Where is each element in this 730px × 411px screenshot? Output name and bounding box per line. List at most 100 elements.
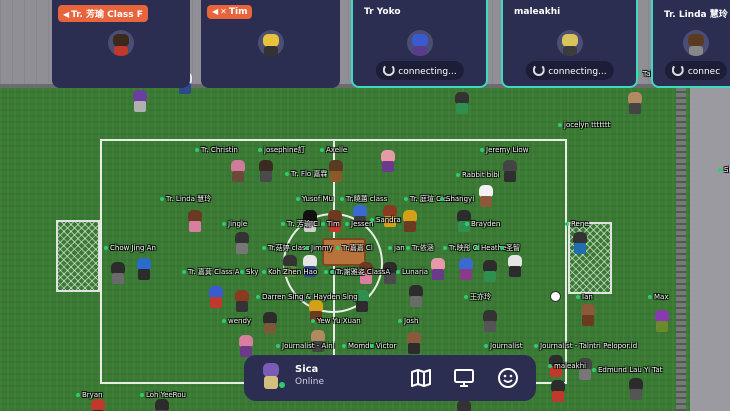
- player-avatar[interactable]: [236, 335, 256, 359]
- online-dot-icon: [311, 319, 315, 323]
- video-tile-avatar: [683, 30, 709, 56]
- player-avatar[interactable]: [232, 232, 252, 256]
- player-avatar[interactable]: [406, 285, 426, 309]
- fence: [676, 84, 686, 411]
- video-tile[interactable]: ◀Tr. 芳瑜 Class F: [52, 0, 190, 88]
- online-dot-icon: [406, 246, 410, 250]
- player-avatar[interactable]: [228, 160, 248, 184]
- online-dot-icon: [398, 319, 402, 323]
- player-avatar[interactable]: [134, 258, 154, 282]
- player-avatar[interactable]: [280, 255, 300, 279]
- player-name-label: Tr. Flo 嘉霖: [285, 170, 327, 179]
- soccer-ball[interactable]: [550, 291, 561, 302]
- player-name-label: 圣智: [500, 244, 520, 253]
- bottom-bar: Sica Online: [244, 355, 536, 401]
- player-avatar[interactable]: [206, 286, 226, 310]
- player-avatar[interactable]: [476, 185, 496, 209]
- player-avatar[interactable]: [546, 355, 566, 379]
- player-avatar[interactable]: [300, 210, 320, 234]
- player-name-label: Chow Jing An: [104, 244, 156, 253]
- online-dot-icon: [336, 246, 340, 250]
- player-avatar[interactable]: [652, 310, 672, 334]
- player-avatar[interactable]: [452, 92, 472, 116]
- user-avatar[interactable]: [258, 363, 284, 393]
- player-avatar[interactable]: [380, 262, 400, 286]
- player-avatar[interactable]: [260, 312, 280, 336]
- loading-spinner-icon: [532, 64, 545, 76]
- player-name-label: Yew Yu Xuan: [311, 317, 361, 326]
- player-avatar[interactable]: [130, 90, 150, 114]
- player-avatar[interactable]: [480, 260, 500, 284]
- video-tile-name: maleakhi: [514, 7, 561, 17]
- player-avatar[interactable]: [454, 210, 474, 234]
- player-name-label: josephine訂: [258, 146, 305, 155]
- player-avatar[interactable]: [548, 380, 568, 404]
- player-avatar[interactable]: [380, 205, 400, 229]
- player-avatar[interactable]: [575, 358, 595, 382]
- emote-icon[interactable]: [497, 367, 519, 389]
- online-dot-icon: [548, 364, 552, 368]
- player-avatar[interactable]: [108, 262, 128, 286]
- player-avatar[interactable]: [428, 258, 448, 282]
- player-name-label: Journalist: [484, 342, 523, 351]
- player-avatar[interactable]: [185, 210, 205, 234]
- player-name-label: Tim: [321, 220, 340, 229]
- player-avatar[interactable]: [326, 160, 346, 184]
- player-avatar[interactable]: [578, 304, 598, 328]
- player-avatar[interactable]: [88, 399, 108, 411]
- center-table[interactable]: [322, 238, 366, 266]
- player-avatar[interactable]: [400, 210, 420, 234]
- online-dot-icon: [404, 197, 408, 201]
- player-avatar[interactable]: [626, 378, 646, 402]
- online-status-dot: [279, 382, 285, 388]
- online-dot-icon: [576, 295, 580, 299]
- online-dot-icon: [648, 295, 652, 299]
- player-avatar[interactable]: [456, 258, 476, 282]
- map-icon[interactable]: [410, 367, 432, 389]
- player-avatar[interactable]: [480, 310, 500, 334]
- online-dot-icon: [484, 344, 488, 348]
- player-name-label: Jimmy: [305, 244, 333, 253]
- player-avatar[interactable]: [378, 150, 398, 174]
- video-tile[interactable]: ◀✕Tim: [201, 0, 340, 88]
- player-name-label: Shangyi: [440, 195, 474, 204]
- player-name-label: Max: [648, 293, 668, 302]
- online-dot-icon: [443, 246, 447, 250]
- player-avatar[interactable]: [570, 232, 590, 256]
- player-name-label: Victor: [370, 342, 396, 351]
- online-dot-icon: [475, 246, 479, 250]
- player-avatar[interactable]: [356, 262, 376, 286]
- video-tile-avatar: [406, 30, 433, 56]
- player-name-label: Rene: [565, 220, 589, 229]
- online-dot-icon: [370, 344, 374, 348]
- player-avatar[interactable]: [500, 160, 520, 184]
- player-avatar[interactable]: [306, 300, 326, 324]
- player-avatar[interactable]: [300, 255, 320, 279]
- player-avatar[interactable]: [232, 290, 252, 314]
- player-avatar[interactable]: [350, 205, 370, 229]
- player-avatar[interactable]: [404, 332, 424, 356]
- player-avatar[interactable]: [505, 255, 525, 279]
- player-name-label: jan: [388, 244, 405, 253]
- player-avatar[interactable]: [256, 160, 276, 184]
- player-name-label: Ian: [576, 293, 593, 302]
- player-name-label: maleakhi: [548, 362, 586, 371]
- player-avatar[interactable]: [325, 210, 345, 234]
- player-name-label: Heathe: [475, 244, 506, 253]
- online-dot-icon: [440, 197, 444, 201]
- player-avatar[interactable]: [352, 290, 372, 314]
- player-avatar[interactable]: [308, 330, 328, 354]
- player-avatar[interactable]: [454, 400, 474, 411]
- player-name-label: Tr. 芳瑜 Cl: [281, 220, 320, 229]
- player-name-label: Darren Sing & Hayden Sing: [256, 293, 358, 302]
- player-avatar[interactable]: [152, 399, 172, 411]
- player-name-label: Sky: [240, 268, 258, 277]
- player-name-label: Bryan: [76, 391, 103, 400]
- player-avatar[interactable]: [625, 92, 645, 116]
- video-tile-name: Tr Yoko: [364, 7, 401, 17]
- megaphone-icon: ◀: [63, 10, 70, 19]
- screen-share-icon[interactable]: [453, 367, 475, 389]
